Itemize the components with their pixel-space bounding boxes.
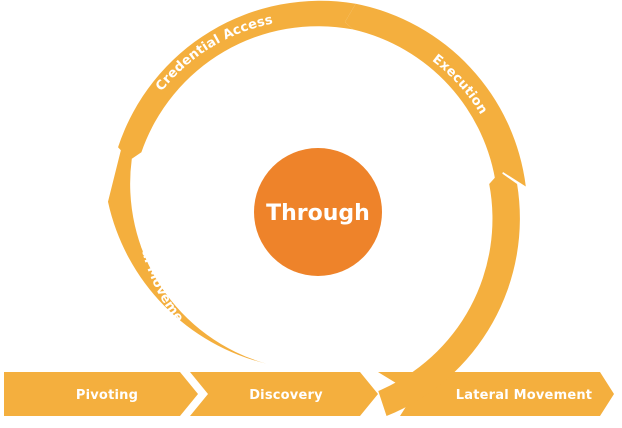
ring-segment-privilege-escalation: [378, 172, 520, 416]
ring-segment-execution: [345, 3, 526, 187]
center-hub-label: Through: [266, 201, 370, 226]
ring-segment-credential-access: [118, 0, 356, 161]
track-label-pivoting: Pivoting: [76, 388, 138, 403]
track-label-discovery: Discovery: [249, 388, 323, 403]
track-label-lateral-movement: Lateral Movement: [456, 388, 592, 403]
ring-segment-lateral-movement: [107, 145, 267, 364]
segment-label-lateral-movement: Lateral Movement: [0, 0, 186, 325]
track-chevron-discovery: [190, 372, 378, 416]
track-chevron-pivoting: [4, 372, 198, 416]
center-hub: [254, 148, 382, 276]
